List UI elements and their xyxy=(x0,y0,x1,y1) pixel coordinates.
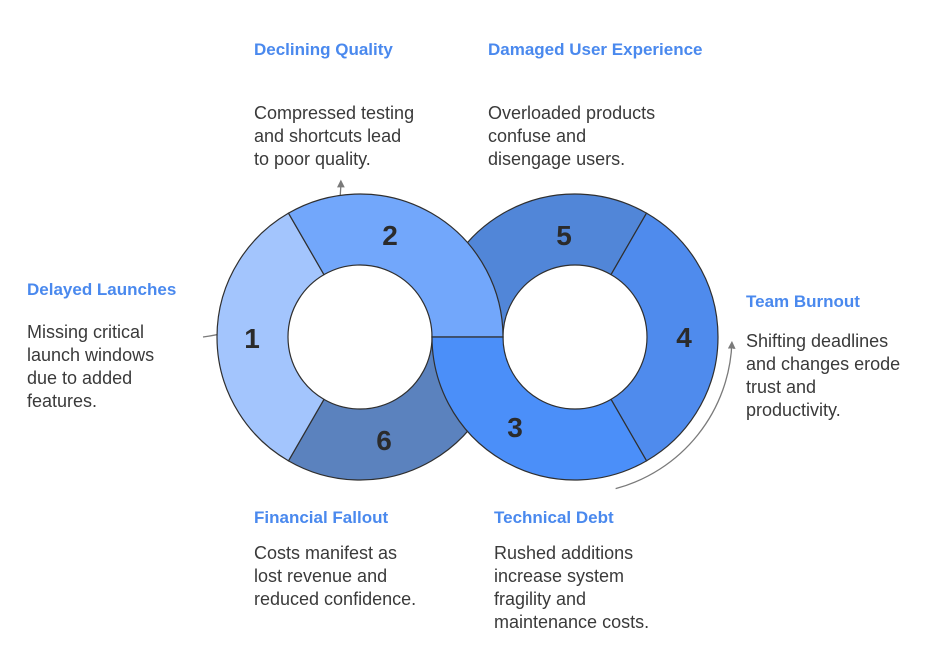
callout-title: Damaged User Experience xyxy=(488,40,703,59)
description-line: and changes erode xyxy=(746,354,901,374)
callout-description: Costs manifest as lost revenue and reduc… xyxy=(254,542,416,611)
description-line: Missing critical xyxy=(27,322,145,342)
description-line: confuse and xyxy=(488,126,587,146)
segment-4 xyxy=(610,212,719,462)
segment-3 xyxy=(431,336,648,481)
callout-declining-quality: Declining Quality Compressed testing and… xyxy=(254,40,414,171)
callout-team-burnout: Team Burnout Shifting deadlines and chan… xyxy=(746,292,900,422)
description-line: fragility and xyxy=(494,589,587,609)
description-line: maintenance costs. xyxy=(494,612,650,632)
segment-number-6: 6 xyxy=(376,425,392,456)
segment-number-1: 1 xyxy=(244,323,260,354)
callout-description: Overloaded products confuse and disengag… xyxy=(488,102,703,171)
callout-description: Rushed additions increase system fragili… xyxy=(494,542,649,634)
description-line: Shifting deadlines xyxy=(746,331,889,351)
segment-number-2: 2 xyxy=(382,220,398,251)
callout-title: Declining Quality xyxy=(254,40,393,59)
description-line: Rushed additions xyxy=(494,543,634,563)
callout-title: Delayed Launches xyxy=(27,280,177,299)
description-line: reduced confidence. xyxy=(254,589,417,609)
description-line: due to added xyxy=(27,368,133,388)
description-line: trust and xyxy=(746,377,817,397)
description-line: increase system xyxy=(494,566,625,586)
description-line: Costs manifest as xyxy=(254,543,398,563)
segment-number-5: 5 xyxy=(556,220,572,251)
callout-description: Shifting deadlines and changes erode tru… xyxy=(746,330,900,422)
callout-delayed-launches: Delayed Launches Missing critical launch… xyxy=(27,280,176,413)
description-line: productivity. xyxy=(746,400,841,420)
description-line: to poor quality. xyxy=(254,149,371,169)
callout-title: Financial Fallout xyxy=(254,508,389,527)
callout-description: Compressed testing and shortcuts lead to… xyxy=(254,102,414,171)
segment-1 xyxy=(216,212,325,462)
callout-financial-fallout: Financial Fallout Costs manifest as lost… xyxy=(254,508,416,611)
callout-description: Missing critical launch windows due to a… xyxy=(27,321,176,413)
callout-title: Team Burnout xyxy=(746,292,860,311)
callout-damaged-user-experience: Damaged User Experience Overloaded produ… xyxy=(488,40,703,171)
description-line: features. xyxy=(27,391,98,411)
description-line: lost revenue and xyxy=(254,566,388,586)
callout-title: Technical Debt xyxy=(494,508,614,527)
description-line: Compressed testing xyxy=(254,103,415,123)
description-line: disengage users. xyxy=(488,149,626,169)
description-line: launch windows xyxy=(27,345,155,365)
segment-number-3: 3 xyxy=(507,412,523,443)
callout-technical-debt: Technical Debt Rushed additions increase… xyxy=(494,508,649,634)
description-line: Overloaded products xyxy=(488,103,656,123)
cycle-arrow-right xyxy=(615,340,736,490)
segment-2 xyxy=(287,193,504,338)
segment-number-4: 4 xyxy=(676,322,692,353)
description-line: and shortcuts lead xyxy=(254,126,402,146)
